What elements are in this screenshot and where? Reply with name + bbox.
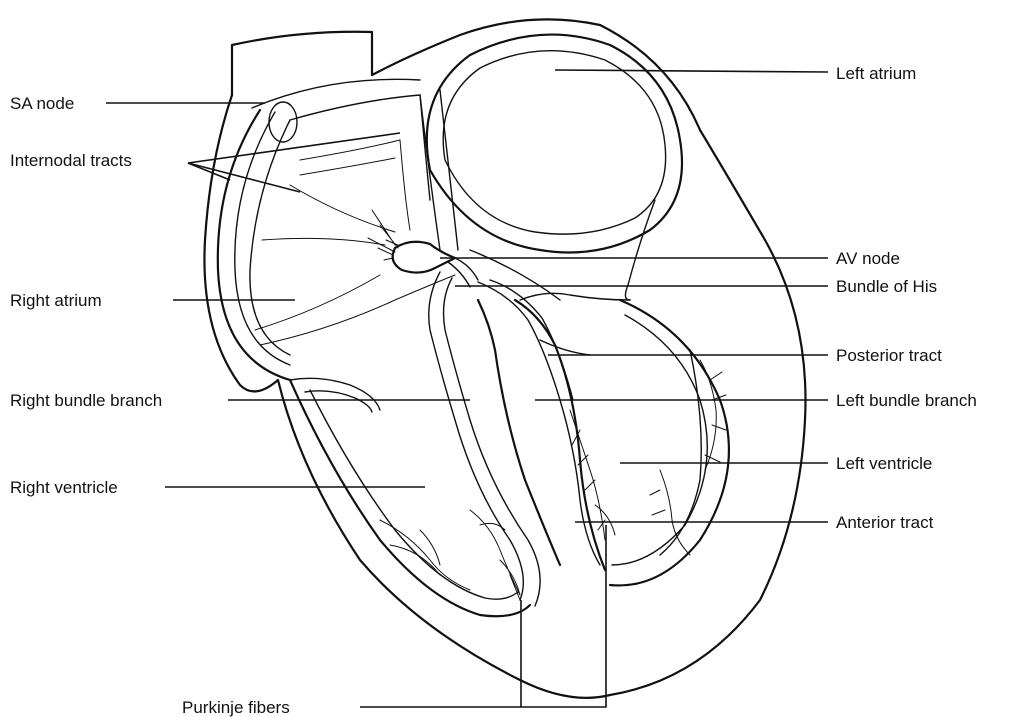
label-left-bundle-branch: Left bundle branch [836, 391, 977, 410]
label-bundle-of-his: Bundle of His [836, 277, 937, 296]
right-ventricle-chamber [290, 378, 530, 616]
label-right-bundle-branch: Right bundle branch [10, 391, 162, 410]
label-right-atrium: Right atrium [10, 291, 102, 310]
labels: SA node Internodal tracts Right atrium R… [10, 64, 977, 717]
label-purkinje-fibers: Purkinje fibers [182, 698, 290, 717]
left-ventricle-chamber [570, 300, 729, 585]
label-left-ventricle: Left ventricle [836, 454, 932, 473]
label-internodal-tracts: Internodal tracts [10, 151, 132, 170]
right-atrium-walls [218, 90, 458, 380]
label-right-ventricle: Right ventricle [10, 478, 118, 497]
atrial-floor-line [260, 275, 455, 345]
leader-left-atrium [555, 70, 828, 72]
label-posterior-tract: Posterior tract [836, 346, 942, 365]
label-av-node: AV node [836, 249, 900, 268]
internodal-tract-lower [290, 185, 395, 232]
label-anterior-tract: Anterior tract [836, 513, 934, 532]
av-node-shape [393, 242, 455, 273]
right-bundle-branch-shape [429, 272, 524, 600]
septum-upper-wall-2 [440, 90, 458, 250]
av-node-tract-tips [368, 210, 400, 260]
left-ventricle-inner [612, 315, 707, 565]
septum-contour-left [515, 300, 605, 570]
internodal-tract-middle [300, 140, 410, 230]
heart-outer-contour [204, 19, 805, 697]
label-left-atrium: Left atrium [836, 64, 916, 83]
left-bundle-branch-shape-2 [490, 280, 573, 400]
av-node-group [368, 210, 455, 273]
septum-and-bundles [429, 200, 655, 606]
left-ventricle-outer [610, 300, 729, 585]
posterior-tract-shape [520, 293, 630, 300]
internodal-tract-middle-2 [300, 158, 395, 175]
label-sa-node: SA node [10, 94, 74, 113]
left-atrium-inner [443, 51, 665, 234]
posterior-tract-shape-2 [540, 340, 590, 355]
left-ventricle-wall [660, 350, 701, 555]
left-atrium-chamber [427, 35, 682, 253]
lv-purkinje-fibers [570, 360, 726, 555]
heart-outline [204, 19, 805, 697]
vena-cava-outline [232, 32, 372, 95]
septum-upper-wall [420, 95, 440, 250]
atrial-floor-line-2 [255, 275, 380, 330]
right-bundle-branch-shape-2 [444, 278, 541, 606]
internodal-tract-upper [290, 95, 430, 200]
right-ventricle-outer [290, 380, 530, 616]
internodal-tract-lower-2 [262, 238, 385, 245]
left-atrium-outer [427, 35, 682, 253]
bundle-of-his-shape [448, 258, 478, 287]
right-ventricle-inner [310, 390, 518, 599]
